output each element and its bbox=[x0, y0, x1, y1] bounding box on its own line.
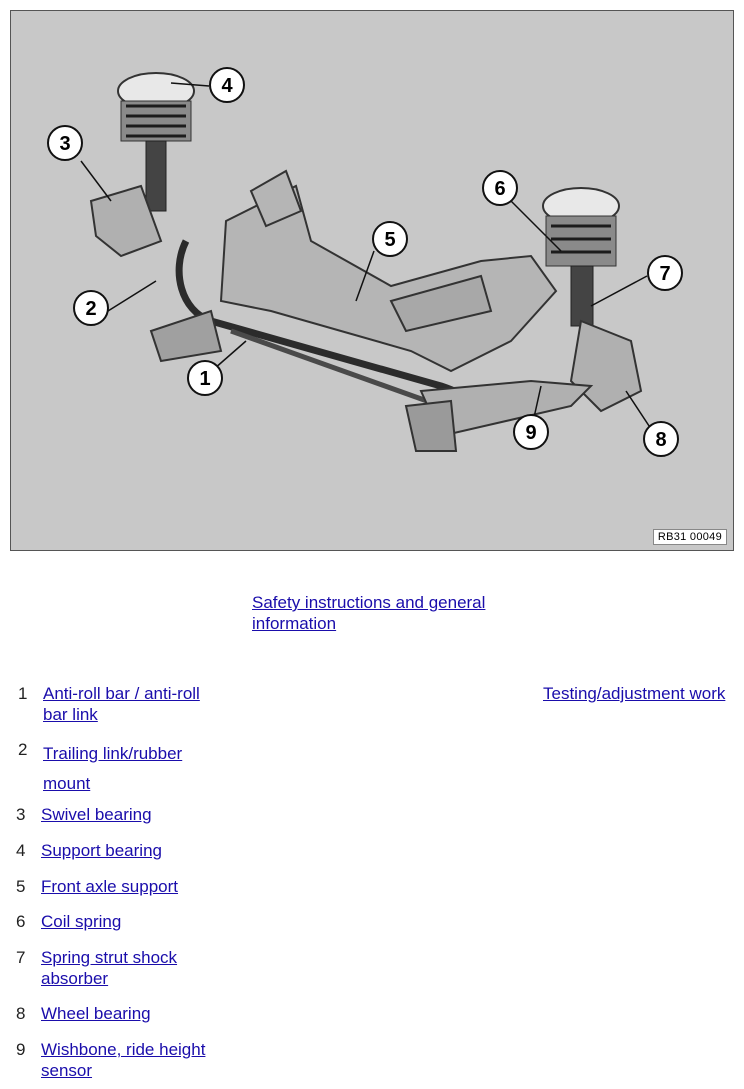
item-number: 5 bbox=[16, 877, 26, 896]
item-number: 7 bbox=[16, 948, 26, 967]
front-axle-support-shape bbox=[219, 169, 558, 373]
left-wishbone-shape bbox=[149, 309, 223, 363]
item-link-trailing-link[interactable]: Trailing link/rubber mount bbox=[43, 744, 183, 793]
item-number: 1 bbox=[18, 684, 28, 703]
callout-3: 3 bbox=[47, 125, 83, 161]
front-axle-illustration: 1 2 3 4 5 6 7 8 9 bbox=[47, 67, 683, 457]
callout-6: 6 bbox=[482, 170, 518, 206]
item-link-anti-roll-bar[interactable]: Anti-roll bar / anti-roll bar link bbox=[43, 684, 200, 724]
list-item-8: 8 Wheel bearing bbox=[16, 1003, 236, 1025]
front-axle-diagram: 1 2 3 4 5 6 7 8 9 RB31 00049 bbox=[10, 10, 734, 551]
safety-instructions-link-block: Safety instructions and general informat… bbox=[252, 592, 522, 634]
list-item-3: 3 Swivel bearing bbox=[16, 804, 236, 826]
svg-text:1: 1 bbox=[199, 368, 210, 390]
callout-1: 1 bbox=[187, 360, 223, 396]
callout-4: 4 bbox=[209, 67, 245, 103]
left-strut-shape bbox=[89, 72, 195, 258]
svg-text:2: 2 bbox=[85, 298, 96, 320]
svg-text:7: 7 bbox=[659, 263, 670, 285]
svg-text:4: 4 bbox=[221, 75, 233, 97]
svg-text:8: 8 bbox=[655, 429, 666, 451]
item-link-swivel-bearing[interactable]: Swivel bearing bbox=[41, 805, 152, 824]
callout-7: 7 bbox=[647, 255, 683, 291]
item-number: 9 bbox=[16, 1040, 26, 1059]
item-link-wheel-bearing[interactable]: Wheel bearing bbox=[41, 1004, 151, 1023]
testing-adjustment-link[interactable]: Testing/adjustment work bbox=[543, 684, 726, 703]
figure-reference-code: RB31 00049 bbox=[652, 529, 727, 545]
item-link-wishbone[interactable]: Wishbone, ride height sensor bbox=[41, 1040, 206, 1080]
list-item-9: 9 Wishbone, ride height sensor bbox=[16, 1039, 236, 1083]
list-item-7: 7 Spring strut shock absorber bbox=[16, 947, 236, 991]
callout-5: 5 bbox=[372, 221, 408, 257]
callout-8: 8 bbox=[643, 421, 679, 457]
safety-instructions-link[interactable]: Safety instructions and general informat… bbox=[252, 593, 486, 633]
callout-9: 9 bbox=[513, 414, 549, 450]
testing-adjustment-link-block: Testing/adjustment work bbox=[543, 683, 733, 704]
item-number: 3 bbox=[16, 805, 26, 824]
item-number: 8 bbox=[16, 1004, 26, 1023]
list-item-4: 4 Support bearing bbox=[16, 840, 236, 862]
svg-text:9: 9 bbox=[525, 422, 536, 444]
svg-text:3: 3 bbox=[59, 133, 70, 155]
callout-2: 2 bbox=[73, 290, 109, 326]
item-link-coil-spring[interactable]: Coil spring bbox=[41, 912, 122, 931]
item-link-support-bearing[interactable]: Support bearing bbox=[41, 841, 162, 860]
item-number: 4 bbox=[16, 841, 26, 860]
list-item-5: 5 Front axle support bbox=[16, 876, 236, 898]
list-item-1: 1 Anti-roll bar / anti-roll bar link bbox=[18, 683, 238, 727]
item-link-spring-strut[interactable]: Spring strut shock absorber bbox=[41, 948, 178, 988]
list-item-6: 6 Coil spring bbox=[16, 911, 236, 933]
item-number: 6 bbox=[16, 912, 26, 931]
item-number: 2 bbox=[18, 740, 28, 759]
list-item-2: 2 Trailing link/rubber mount bbox=[18, 739, 238, 793]
right-strut-shape bbox=[542, 187, 643, 413]
svg-text:5: 5 bbox=[384, 229, 395, 251]
item-link-front-axle-support[interactable]: Front axle support bbox=[41, 877, 179, 896]
svg-text:6: 6 bbox=[494, 178, 505, 200]
